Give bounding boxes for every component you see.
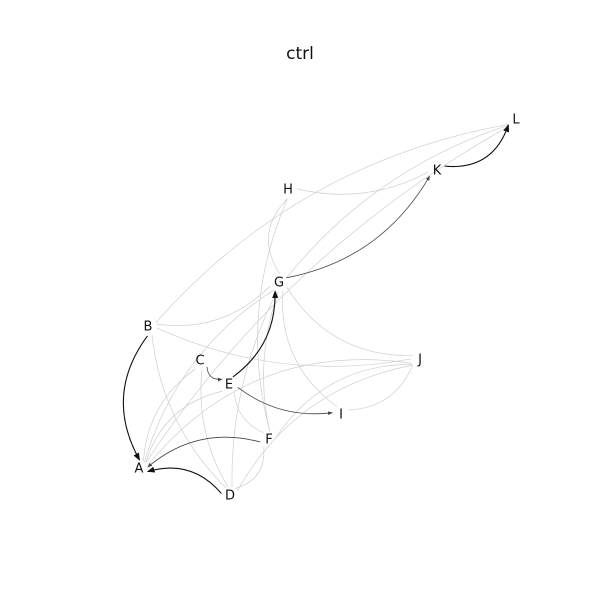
edge-j-to-a bbox=[147, 359, 412, 466]
edge-b-to-j bbox=[156, 327, 412, 367]
edge-f-to-a bbox=[147, 436, 261, 468]
edge-l-to-a bbox=[145, 125, 510, 464]
edge-l-to-b bbox=[155, 124, 509, 323]
node-a[interactable]: A bbox=[135, 462, 144, 477]
edge-b-to-d bbox=[151, 335, 227, 489]
edge-g-to-a bbox=[144, 289, 274, 462]
edge-g-to-k bbox=[286, 175, 431, 279]
node-g[interactable]: G bbox=[274, 276, 284, 291]
node-h[interactable]: H bbox=[283, 183, 293, 198]
edge-j-to-f bbox=[276, 363, 413, 436]
edge-e-to-g bbox=[232, 290, 279, 378]
edge-h-to-g bbox=[268, 198, 288, 275]
edge-e-to-a bbox=[145, 390, 223, 463]
node-d[interactable]: D bbox=[225, 489, 235, 504]
graph-title: ctrl bbox=[286, 44, 314, 64]
node-b[interactable]: B bbox=[144, 320, 153, 335]
edge-j-to-d bbox=[237, 364, 413, 491]
edge-i-to-j bbox=[348, 365, 413, 411]
node-f[interactable]: F bbox=[265, 433, 272, 448]
edge-e-to-i bbox=[237, 387, 333, 416]
edge-b-to-g bbox=[156, 285, 271, 327]
edge-g-to-i bbox=[282, 291, 338, 408]
node-j[interactable]: J bbox=[417, 353, 422, 368]
edge-k-to-l bbox=[444, 124, 510, 168]
node-l[interactable]: L bbox=[512, 113, 520, 128]
edge-c-to-d bbox=[200, 369, 229, 488]
edge-g-to-d bbox=[231, 291, 278, 488]
edge-c-to-a bbox=[143, 368, 196, 462]
edge-c-to-e bbox=[206, 366, 223, 382]
node-e[interactable]: E bbox=[225, 378, 233, 393]
edge-h-to-f bbox=[257, 198, 288, 432]
node-i[interactable]: I bbox=[339, 408, 343, 423]
node-c[interactable]: C bbox=[195, 354, 204, 369]
edge-e-to-f bbox=[233, 392, 264, 434]
edges-layer bbox=[122, 124, 510, 494]
edge-h-to-k bbox=[296, 171, 429, 195]
node-k[interactable]: K bbox=[433, 164, 442, 179]
nodes-layer: A B C D E F G H I J K L bbox=[135, 113, 521, 504]
edge-d-to-f bbox=[235, 447, 265, 489]
edge-l-to-g bbox=[286, 124, 509, 279]
edge-b-to-a bbox=[122, 335, 148, 461]
edge-d-to-a bbox=[146, 466, 222, 494]
edge-g-to-j bbox=[286, 287, 413, 357]
